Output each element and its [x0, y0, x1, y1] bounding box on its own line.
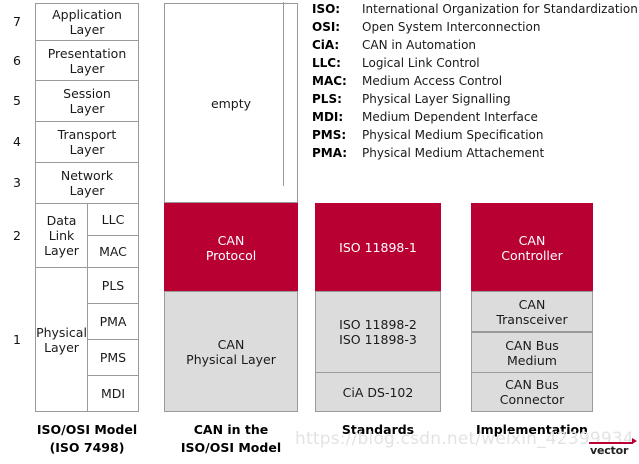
caption-can-osi: CAN in the ISO/OSI Model	[180, 422, 282, 455]
legend-abbr: PMA:	[312, 146, 348, 160]
legend-item-pms: PMS: Physical Medium Specification	[312, 128, 639, 146]
legend-abbr: OSI:	[312, 20, 341, 34]
legend-text: Physical Medium Attachement	[362, 146, 545, 160]
legend-abbr: PMS:	[312, 128, 347, 142]
impl-can-bus-connector[interactable]: CAN Bus Connector	[471, 372, 593, 412]
legend-abbr: CiA:	[312, 38, 340, 52]
osi-layer-presentation[interactable]: Presentation Layer	[35, 40, 139, 81]
can-block-empty[interactable]: empty	[164, 3, 298, 203]
standard-iso-11898-2-3[interactable]: ISO 11898-2 ISO 11898-3	[315, 291, 441, 373]
legend-item-osi: OSI: Open System Interconnection	[312, 20, 639, 38]
can-block-physical-layer[interactable]: CAN Physical Layer	[164, 291, 298, 412]
legend-text: International Organization for Standardi…	[362, 2, 638, 16]
layer-number-3: 3	[13, 175, 21, 190]
legend-item-pls: PLS: Physical Layer Signalling	[312, 92, 639, 110]
vector-logo-bar	[589, 442, 633, 444]
legend-text: Open System Interconnection	[362, 20, 541, 34]
osi-layer-physical[interactable]: Physical Layer	[35, 267, 88, 412]
legend-abbr: PLS:	[312, 92, 342, 106]
legend-item-pma: PMA: Physical Medium Attachement	[312, 146, 639, 164]
legend-item-iso: ISO: International Organization for Stan…	[312, 2, 639, 20]
legend-abbr: LLC:	[312, 56, 341, 70]
legend-text: CAN in Automation	[362, 38, 477, 52]
layer-number-7: 7	[13, 14, 21, 29]
standard-cia-ds-102[interactable]: CiA DS-102	[315, 372, 441, 412]
abbreviation-legend: ISO: International Organization for Stan…	[283, 2, 639, 186]
legend-item-llc: LLC: Logical Link Control	[312, 56, 639, 74]
legend-item-mac: MAC: Medium Access Control	[312, 74, 639, 92]
osi-sublayer-llc[interactable]: LLC	[87, 203, 139, 236]
layer-number-1: 1	[13, 332, 21, 347]
osi-layer-session[interactable]: Session Layer	[35, 80, 139, 122]
legend-text: Medium Access Control	[362, 74, 503, 88]
osi-sublayer-pls[interactable]: PLS	[87, 267, 139, 304]
standard-iso-11898-1[interactable]: ISO 11898-1	[315, 203, 441, 292]
legend-abbr: MAC:	[312, 74, 347, 88]
caption-implementation: Implementation	[476, 422, 588, 437]
osi-sublayer-pms[interactable]: PMS	[87, 339, 139, 376]
vector-logo-triangle-icon	[632, 438, 637, 444]
legend-item-cia: CiA: CAN in Automation	[312, 38, 639, 56]
legend-abbr: ISO:	[312, 2, 341, 16]
osi-layer-network[interactable]: Network Layer	[35, 162, 139, 204]
caption-standards: Standards	[341, 422, 415, 437]
layer-number-6: 6	[13, 52, 21, 68]
vector-logo: vector	[589, 438, 637, 460]
impl-can-bus-medium[interactable]: CAN Bus Medium	[471, 332, 593, 373]
layer-number-5: 5	[13, 93, 21, 108]
can-block-protocol[interactable]: CAN Protocol	[164, 203, 298, 292]
osi-sublayer-mac[interactable]: MAC	[87, 235, 139, 268]
legend-text: Physical Medium Specification	[362, 128, 544, 142]
impl-can-transceiver[interactable]: CAN Transceiver	[471, 291, 593, 332]
legend-abbr: MDI:	[312, 110, 344, 124]
osi-layer-application[interactable]: Application Layer	[35, 3, 139, 41]
osi-layer-transport[interactable]: Transport Layer	[35, 121, 139, 163]
caption-osi-model: ISO/OSI Model (ISO 7498)	[36, 422, 138, 455]
legend-text: Medium Dependent Interface	[362, 110, 538, 124]
impl-can-controller[interactable]: CAN Controller	[471, 203, 593, 292]
layer-number-4: 4	[13, 134, 21, 149]
osi-sublayer-mdi[interactable]: MDI	[87, 375, 139, 412]
legend-text: Logical Link Control	[362, 56, 480, 70]
legend-text: Physical Layer Signalling	[362, 92, 511, 106]
vector-logo-text: vector	[590, 444, 629, 457]
osi-sublayer-pma[interactable]: PMA	[87, 303, 139, 340]
osi-layer-data-link[interactable]: Data Link Layer	[35, 203, 88, 268]
layer-number-2: 2	[13, 227, 21, 243]
legend-item-mdi: MDI: Medium Dependent Interface	[312, 110, 639, 128]
